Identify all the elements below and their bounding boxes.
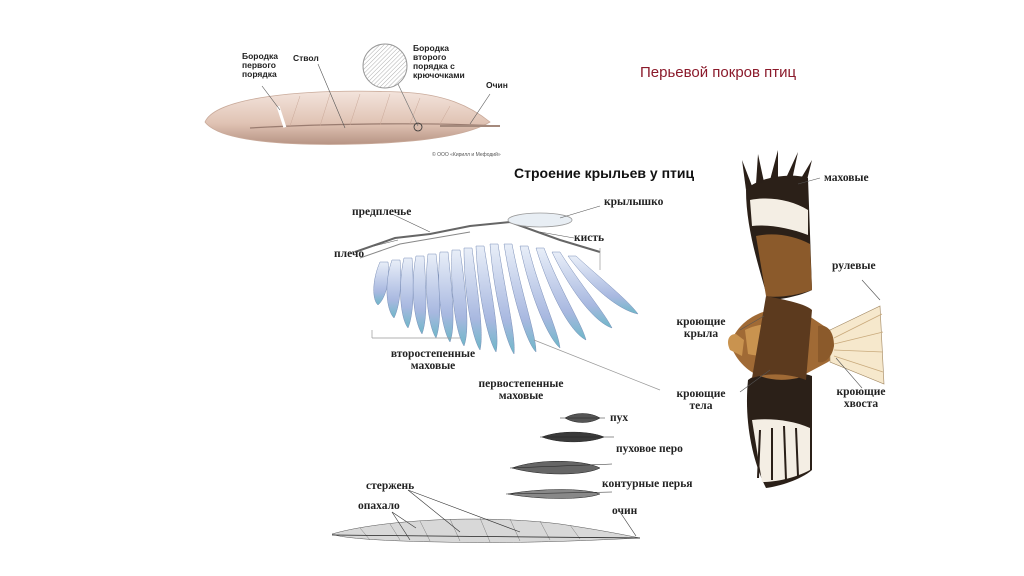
label-contour-feathers: контурные перья bbox=[602, 478, 693, 490]
label-barb-first-order: Бородка первого порядка bbox=[242, 51, 278, 79]
label-body-coverts: кроющие тела bbox=[676, 388, 726, 412]
label-primary-remiges: первостепенные маховые bbox=[478, 378, 564, 402]
label-tail-coverts: кроющие хвоста bbox=[836, 386, 886, 410]
wing-diagram-title: Строение крыльев у птиц bbox=[514, 165, 695, 181]
label-hand: кисть bbox=[574, 232, 605, 244]
label-alula: крылышко bbox=[604, 196, 664, 208]
label-shoulder: плечо bbox=[334, 248, 365, 260]
label-shaft: Ствол bbox=[293, 53, 319, 63]
wing-illustration bbox=[354, 205, 661, 391]
label-down: пух bbox=[610, 412, 629, 424]
label-barb-second-order: Бородка второго порядка с крючочками bbox=[413, 43, 465, 80]
label-wing-coverts: кроющие крыла bbox=[676, 316, 726, 340]
label-secondary-remiges: второстепенные маховые bbox=[390, 348, 476, 372]
label-rectrices: рулевые bbox=[832, 260, 876, 272]
label-forearm: предплечье bbox=[352, 206, 412, 218]
feather-types-illustration bbox=[331, 413, 641, 543]
slide-title: Перьевой покров птиц bbox=[640, 64, 797, 81]
label-calamus-bottom: очин bbox=[612, 505, 638, 517]
feather-illustration bbox=[204, 43, 500, 145]
label-calamus-top: Очин bbox=[486, 80, 508, 90]
label-remiges: маховые bbox=[824, 172, 869, 184]
copyright-text: © ООО «Кирилл и Мефодий» bbox=[432, 152, 501, 158]
eagle-illustration bbox=[728, 150, 885, 488]
label-vane: опахало bbox=[358, 500, 400, 512]
label-rachis: стержень bbox=[366, 480, 415, 492]
label-down-feather: пуховое перо bbox=[616, 443, 683, 455]
